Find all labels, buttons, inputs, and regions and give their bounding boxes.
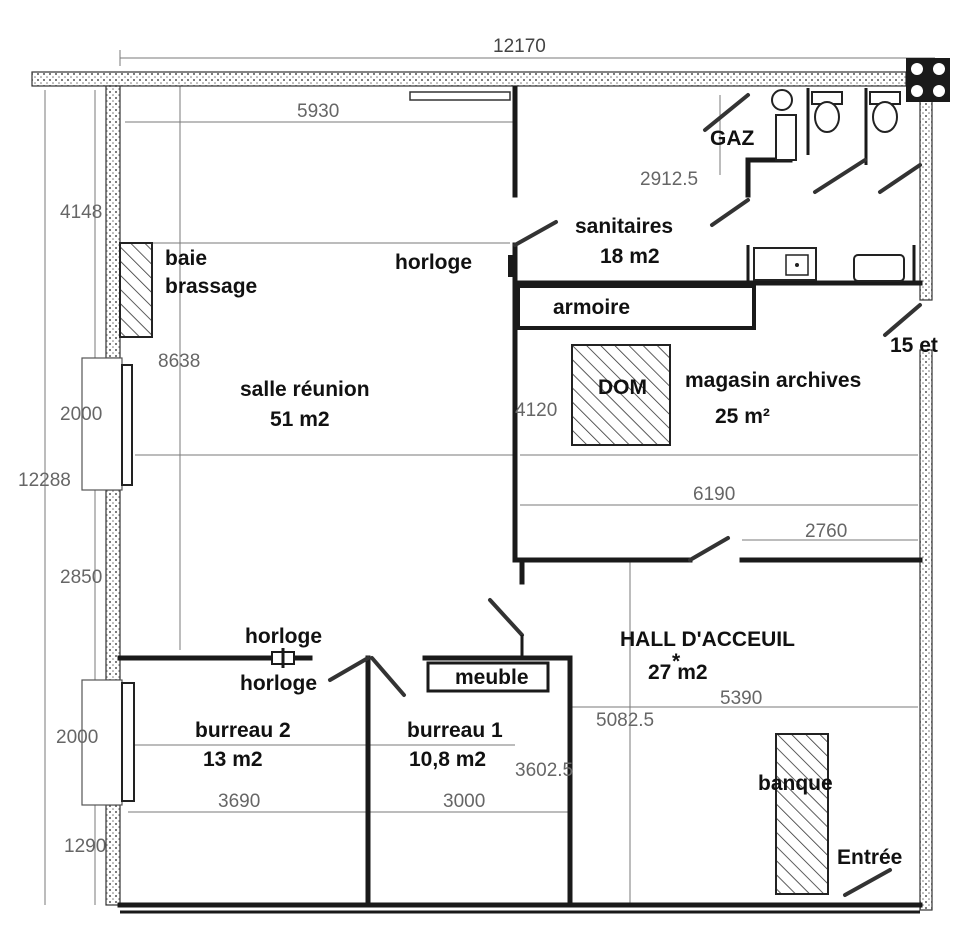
room-area: 27 m2 bbox=[648, 661, 708, 684]
baie-label-1: baie bbox=[165, 247, 207, 270]
boiler-icon bbox=[771, 89, 797, 161]
basin-icon bbox=[853, 254, 905, 282]
dom-block bbox=[571, 344, 671, 446]
dim-hall-h: 5082.5 bbox=[596, 710, 654, 731]
dim-bureau2-w: 3690 bbox=[218, 791, 260, 812]
room-name: salle réunion bbox=[240, 378, 370, 401]
dim-top-left-width: 5930 bbox=[297, 101, 339, 122]
dim-window-1: 2000 bbox=[60, 404, 102, 425]
baie-label-2: brassage bbox=[165, 275, 257, 298]
horloge-marker-top bbox=[508, 255, 517, 277]
gaz-label: GAZ bbox=[710, 127, 755, 150]
horloge-marker-left bbox=[271, 648, 295, 668]
horloge-label-left-2: horloge bbox=[240, 672, 317, 695]
doors bbox=[328, 93, 922, 897]
room-hall: HALL D'ACCEUIL 27 m2 * bbox=[620, 628, 795, 684]
room-area: 25 m² bbox=[715, 405, 770, 428]
dim-bureau1-w: 3000 bbox=[443, 791, 485, 812]
meuble-label: meuble bbox=[455, 666, 529, 689]
dim-left-total: 12288 bbox=[18, 470, 71, 491]
room-name: sanitaires bbox=[575, 215, 673, 238]
dim-hall-door: 2760 bbox=[805, 521, 847, 542]
dim-overall-width: 12170 bbox=[493, 36, 546, 57]
sink-icon bbox=[753, 247, 817, 281]
dim-left-1290: 1290 bbox=[64, 836, 106, 857]
dim-hall-w: 5390 bbox=[720, 688, 762, 709]
dim-window-2: 2000 bbox=[56, 727, 98, 748]
room-area: 10,8 m2 bbox=[409, 748, 486, 771]
toilet-icon bbox=[811, 91, 843, 133]
toilet-icon bbox=[869, 91, 901, 133]
room-sanitaires: sanitaires 18 m2 bbox=[575, 215, 673, 268]
interior-walls bbox=[117, 85, 923, 908]
window-left-2 bbox=[81, 679, 135, 806]
baie-brassage-rack bbox=[119, 242, 153, 338]
horloge-label-top: horloge bbox=[395, 251, 472, 274]
dim-left-mid: 8638 bbox=[158, 351, 200, 372]
room-name: HALL D'ACCEUIL bbox=[620, 628, 795, 651]
room-bureau1: burreau 1 10,8 m2 bbox=[407, 719, 503, 771]
room-salle-reunion: salle réunion 51 m2 bbox=[240, 378, 370, 431]
dim-magasin-h: 4120 bbox=[515, 400, 557, 421]
armoire-label: armoire bbox=[553, 296, 630, 319]
dim-left-top: 4148 bbox=[60, 202, 102, 223]
ceiling-light bbox=[409, 91, 511, 101]
dom-label: DOM bbox=[598, 376, 647, 399]
window-left-1 bbox=[81, 357, 133, 491]
dimension-lines bbox=[44, 50, 935, 905]
exterior-walls bbox=[31, 58, 950, 914]
room-magasin: magasin archives 25 m² bbox=[685, 369, 861, 428]
dim-sanitaires-h: 2912.5 bbox=[640, 169, 698, 190]
meuble-box bbox=[426, 661, 550, 693]
banque-counter bbox=[775, 733, 829, 895]
dim-magasin-w: 6190 bbox=[693, 484, 735, 505]
horloge-label-left-1: horloge bbox=[245, 625, 322, 648]
banque-label: banque bbox=[758, 772, 833, 795]
dim-left-2850: 2850 bbox=[60, 567, 102, 588]
room-name: burreau 2 bbox=[195, 719, 291, 742]
room-name: magasin archives bbox=[685, 369, 861, 392]
room-area: 13 m2 bbox=[203, 748, 263, 771]
note-15-label: 15 et bbox=[890, 334, 938, 357]
room-name: burreau 1 bbox=[407, 719, 503, 742]
dim-bureau-h: 3602.5 bbox=[515, 760, 573, 781]
room-area: 18 m2 bbox=[600, 245, 660, 268]
room-area-mark: * bbox=[672, 650, 681, 673]
entree-label: Entrée bbox=[837, 846, 902, 869]
room-area: 51 m2 bbox=[270, 408, 330, 431]
room-bureau2: burreau 2 13 m2 bbox=[195, 719, 291, 771]
